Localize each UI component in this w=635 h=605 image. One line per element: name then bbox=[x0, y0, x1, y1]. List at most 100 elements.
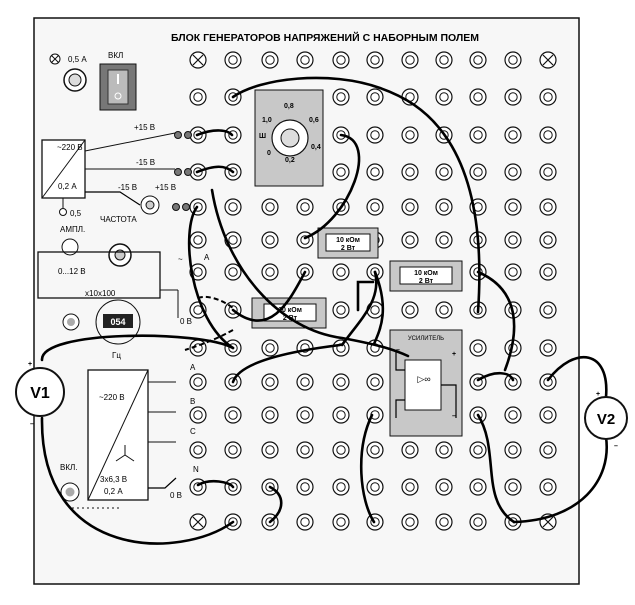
socket[interactable] bbox=[366, 126, 384, 144]
socket[interactable] bbox=[469, 478, 487, 496]
socket[interactable] bbox=[539, 339, 557, 357]
socket[interactable] bbox=[261, 339, 279, 357]
socket[interactable] bbox=[189, 373, 207, 391]
socket[interactable] bbox=[469, 441, 487, 459]
socket[interactable] bbox=[469, 126, 487, 144]
socket[interactable] bbox=[332, 263, 350, 281]
socket[interactable] bbox=[224, 441, 242, 459]
voltmeter-v2[interactable]: V2 + – bbox=[584, 391, 628, 450]
socket[interactable] bbox=[435, 478, 453, 496]
socket[interactable] bbox=[435, 231, 453, 249]
socket[interactable] bbox=[401, 126, 419, 144]
socket[interactable] bbox=[401, 198, 419, 216]
socket[interactable] bbox=[296, 51, 314, 69]
ground-socket[interactable] bbox=[189, 51, 207, 69]
socket[interactable] bbox=[366, 163, 384, 181]
resistor-1[interactable]: 10 кОм 2 Вт bbox=[317, 227, 379, 259]
socket[interactable] bbox=[366, 441, 384, 459]
socket[interactable] bbox=[296, 406, 314, 424]
socket[interactable] bbox=[539, 88, 557, 106]
socket[interactable] bbox=[224, 263, 242, 281]
voltmeter-v1[interactable]: V1 + – bbox=[15, 361, 65, 428]
socket[interactable] bbox=[332, 441, 350, 459]
socket[interactable] bbox=[261, 441, 279, 459]
socket[interactable] bbox=[504, 441, 522, 459]
socket[interactable] bbox=[539, 441, 557, 459]
socket[interactable] bbox=[189, 441, 207, 459]
socket[interactable] bbox=[224, 198, 242, 216]
ground-socket[interactable] bbox=[189, 513, 207, 531]
socket[interactable] bbox=[539, 406, 557, 424]
socket[interactable] bbox=[504, 126, 522, 144]
socket[interactable] bbox=[469, 163, 487, 181]
socket[interactable] bbox=[469, 513, 487, 531]
socket[interactable] bbox=[539, 373, 557, 391]
socket[interactable] bbox=[366, 373, 384, 391]
socket[interactable] bbox=[539, 163, 557, 181]
socket[interactable] bbox=[366, 478, 384, 496]
socket[interactable] bbox=[332, 339, 350, 357]
resistor-3[interactable]: 10 кОм 2 Вт bbox=[251, 297, 327, 329]
socket[interactable] bbox=[296, 198, 314, 216]
socket[interactable] bbox=[401, 51, 419, 69]
socket[interactable] bbox=[401, 513, 419, 531]
socket[interactable] bbox=[469, 51, 487, 69]
socket[interactable] bbox=[504, 478, 522, 496]
socket[interactable] bbox=[469, 339, 487, 357]
socket[interactable] bbox=[435, 513, 453, 531]
socket[interactable] bbox=[189, 231, 207, 249]
socket[interactable] bbox=[296, 478, 314, 496]
socket[interactable] bbox=[539, 478, 557, 496]
power-switch-icon[interactable] bbox=[99, 63, 137, 111]
socket[interactable] bbox=[332, 88, 350, 106]
socket[interactable] bbox=[504, 373, 522, 391]
socket[interactable] bbox=[539, 301, 557, 319]
socket[interactable] bbox=[261, 406, 279, 424]
socket[interactable] bbox=[435, 441, 453, 459]
socket[interactable] bbox=[296, 441, 314, 459]
socket[interactable] bbox=[504, 198, 522, 216]
socket[interactable] bbox=[332, 163, 350, 181]
socket[interactable] bbox=[504, 163, 522, 181]
socket[interactable] bbox=[401, 231, 419, 249]
socket[interactable] bbox=[401, 163, 419, 181]
socket[interactable] bbox=[435, 301, 453, 319]
socket[interactable] bbox=[332, 373, 350, 391]
socket[interactable] bbox=[539, 231, 557, 249]
opamp-module[interactable]: УСИЛИТЕЛЬ ▷∞ – + – bbox=[389, 329, 463, 437]
socket[interactable] bbox=[332, 478, 350, 496]
socket[interactable] bbox=[435, 51, 453, 69]
socket[interactable] bbox=[296, 373, 314, 391]
socket[interactable] bbox=[189, 88, 207, 106]
socket[interactable] bbox=[539, 263, 557, 281]
socket[interactable] bbox=[261, 373, 279, 391]
ground-socket[interactable] bbox=[539, 51, 557, 69]
socket[interactable] bbox=[332, 513, 350, 531]
socket[interactable] bbox=[189, 263, 207, 281]
socket[interactable] bbox=[539, 126, 557, 144]
socket[interactable] bbox=[435, 198, 453, 216]
resistor-2[interactable]: 10 кОм 2 Вт bbox=[389, 260, 463, 292]
socket[interactable] bbox=[504, 263, 522, 281]
socket[interactable] bbox=[332, 51, 350, 69]
socket[interactable] bbox=[189, 406, 207, 424]
socket[interactable] bbox=[296, 513, 314, 531]
socket[interactable] bbox=[401, 301, 419, 319]
socket[interactable] bbox=[224, 51, 242, 69]
socket[interactable] bbox=[504, 51, 522, 69]
socket[interactable] bbox=[504, 231, 522, 249]
socket[interactable] bbox=[261, 198, 279, 216]
socket[interactable] bbox=[539, 198, 557, 216]
socket[interactable] bbox=[366, 51, 384, 69]
socket[interactable] bbox=[366, 88, 384, 106]
socket[interactable] bbox=[504, 406, 522, 424]
socket[interactable] bbox=[261, 263, 279, 281]
socket[interactable] bbox=[504, 88, 522, 106]
socket[interactable] bbox=[224, 406, 242, 424]
socket[interactable] bbox=[261, 51, 279, 69]
socket[interactable] bbox=[261, 231, 279, 249]
socket[interactable] bbox=[401, 478, 419, 496]
socket[interactable] bbox=[332, 406, 350, 424]
socket[interactable] bbox=[435, 88, 453, 106]
socket[interactable] bbox=[469, 88, 487, 106]
